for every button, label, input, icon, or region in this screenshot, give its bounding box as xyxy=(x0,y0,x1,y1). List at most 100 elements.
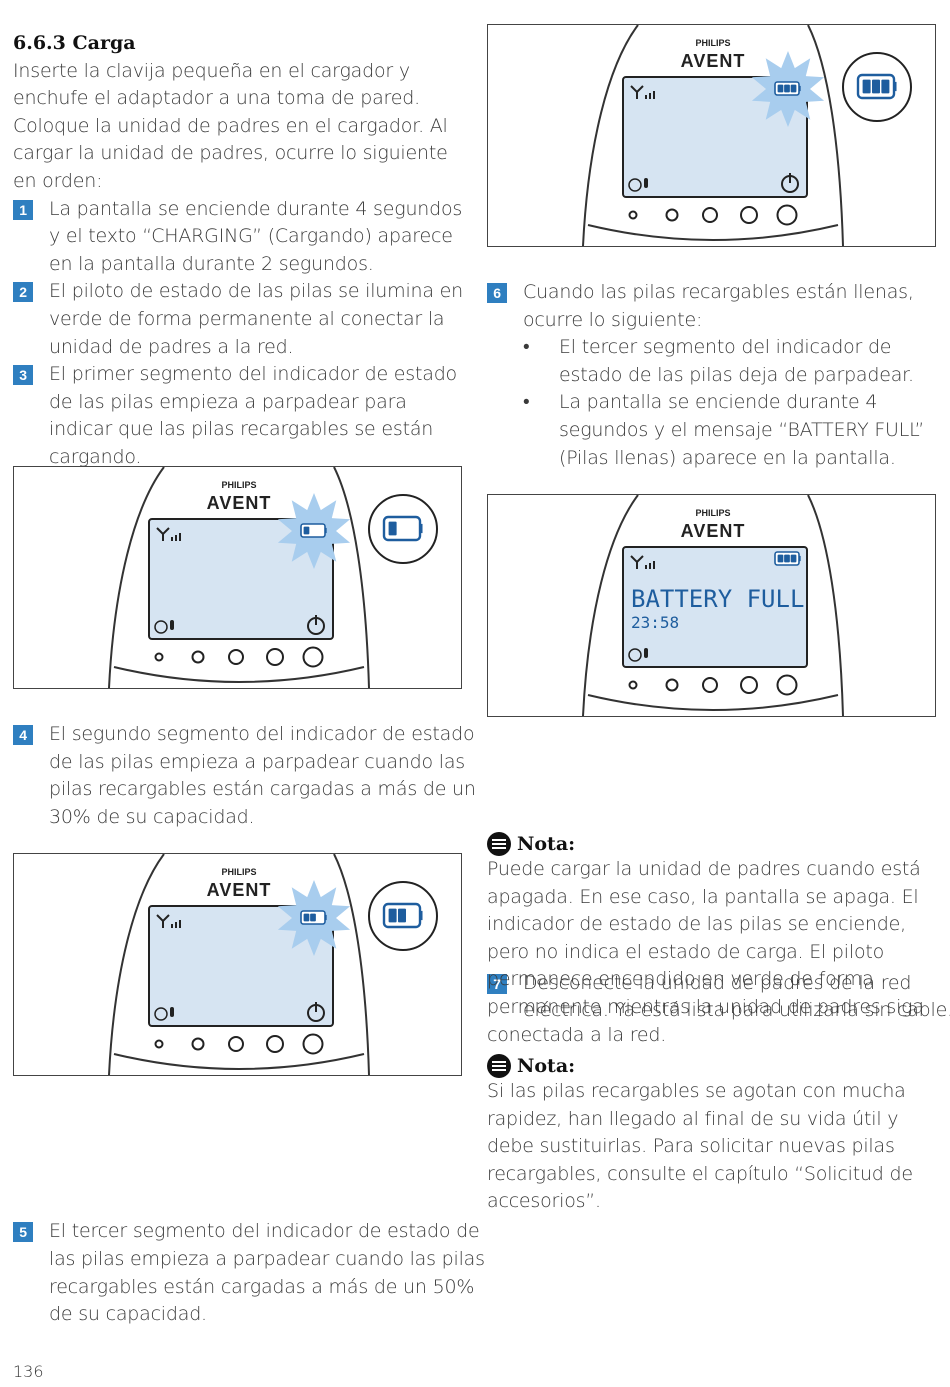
bullet-item: • La pantalla se enciende durante 4 segu… xyxy=(523,391,925,469)
callout-battery-icon xyxy=(856,73,897,100)
device-button xyxy=(776,204,798,226)
device-button xyxy=(665,208,679,222)
bullet-text: La pantalla se enciende durante 4 segund… xyxy=(559,391,925,469)
device-outline-left xyxy=(582,25,639,246)
power-icon xyxy=(781,173,799,193)
device-illustration: PHILIPS AVENT xyxy=(108,854,438,1075)
page-number: 136 xyxy=(13,1362,44,1381)
device-outline-left xyxy=(108,467,165,688)
step-number: 3 xyxy=(13,365,33,386)
left-column-text: 6.6.3 Carga Inserte la clavija pequeña e… xyxy=(13,30,463,472)
step-5: 5 El tercer segmento del indicador de es… xyxy=(13,1218,499,1328)
note-2: Nota: Si las pilas recargables se agotan… xyxy=(487,1054,937,1216)
device-base-curve xyxy=(587,694,839,711)
device-outline-right xyxy=(807,25,844,246)
step-number: 4 xyxy=(13,725,33,745)
device-base-curve xyxy=(587,224,839,241)
step-number: 6 xyxy=(487,283,507,303)
device-outline-left xyxy=(108,854,165,1075)
device-button xyxy=(302,646,324,668)
step-text: El segundo segmento del indicador de est… xyxy=(49,723,476,828)
note-title: Nota: xyxy=(517,833,576,855)
figure-charging-3-segments: PHILIPS AVENT xyxy=(487,24,936,247)
lcd-screen xyxy=(622,546,808,668)
brand-avent: AVENT xyxy=(207,880,272,900)
screen-battery-icon xyxy=(300,523,327,538)
step-3: 3 El primer segmento del indicador de es… xyxy=(13,361,463,471)
note-1: Nota: Puede cargar la unidad de padres c… xyxy=(487,832,937,1049)
intro-paragraph: Inserte la clavija pequeña en el cargado… xyxy=(13,59,448,192)
device-base-curve xyxy=(113,1053,365,1070)
brand-avent: AVENT xyxy=(681,521,746,541)
note-heading: Nota: xyxy=(487,832,937,856)
display-time: 23:58 xyxy=(631,613,679,632)
note-text: Puede cargar la unidad de padres cuando … xyxy=(487,858,924,1046)
step-text: El piloto de estado de las pilas se ilum… xyxy=(49,280,463,358)
step-1: 1 La pantalla se enciende durante 4 segu… xyxy=(13,196,463,279)
step-text: La pantalla se enciende durante 4 segund… xyxy=(49,197,463,275)
screen-battery-icon xyxy=(300,910,327,925)
callout-battery-icon xyxy=(382,902,423,929)
device-button xyxy=(740,206,758,224)
display-battery-full: BATTERY FULL xyxy=(631,585,804,613)
device-illustration: PHILIPS AVENT xyxy=(582,25,912,246)
device-button xyxy=(191,1037,205,1051)
bullet-item: • El tercer segmento del indicador de es… xyxy=(523,336,914,386)
power-icon xyxy=(307,615,325,635)
device-base-curve xyxy=(113,666,365,683)
device-button xyxy=(154,1039,164,1049)
lcd-screen xyxy=(622,76,808,198)
device-outline-right xyxy=(807,495,844,716)
face-mic-icon xyxy=(154,1007,174,1021)
brand-avent: AVENT xyxy=(681,51,746,71)
step-4: 4 El segundo segmento del indicador de e… xyxy=(13,721,499,831)
lcd-screen xyxy=(148,518,334,640)
screen-battery-icon xyxy=(774,81,801,96)
face-mic-icon xyxy=(628,648,648,662)
signal-icon xyxy=(630,555,655,569)
note-icon xyxy=(487,832,511,856)
brand-philips: PHILIPS xyxy=(695,38,730,48)
step-number: 5 xyxy=(13,1222,33,1243)
brand-philips: PHILIPS xyxy=(221,867,256,877)
lcd-screen xyxy=(148,905,334,1027)
device-button xyxy=(228,649,244,665)
step-2: 2 El piloto de estado de las pilas se il… xyxy=(13,278,463,361)
step-text: Desconecte la unidad de padres de la red… xyxy=(523,971,950,1022)
screen-battery-icon xyxy=(774,551,801,566)
device-button xyxy=(154,652,164,662)
bullet-text: El tercer segmento del indicador de esta… xyxy=(559,336,914,386)
device-button xyxy=(740,676,758,694)
device-button xyxy=(628,210,638,220)
device-outline-right xyxy=(333,467,370,688)
device-button xyxy=(702,677,718,693)
face-mic-icon xyxy=(154,620,174,634)
brand-philips: PHILIPS xyxy=(695,508,730,518)
step-text: El tercer segmento del indicador de esta… xyxy=(49,1220,485,1326)
device-button xyxy=(266,648,284,666)
step-number: 7 xyxy=(487,973,507,994)
note-text: Si las pilas recargables se agotan con m… xyxy=(487,1080,913,1213)
note-icon xyxy=(487,1054,511,1078)
step-text: El primer segmento del indicador de esta… xyxy=(49,363,457,468)
callout-battery-icon xyxy=(382,515,423,542)
device-button xyxy=(191,650,205,664)
step-number: 1 xyxy=(13,199,33,220)
device-button xyxy=(266,1035,284,1053)
device-button xyxy=(628,680,638,690)
note-title: Nota: xyxy=(517,1055,576,1077)
face-mic-icon xyxy=(628,178,648,192)
figure-charging-2-segments: PHILIPS AVENT xyxy=(13,853,462,1076)
section-title: 6.6.3 Carga xyxy=(13,32,136,54)
step-7: 7 Desconecte la unidad de padres de la r… xyxy=(487,970,950,1025)
device-button xyxy=(228,1036,244,1052)
step-6: 6 Cuando las pilas recargables están lle… xyxy=(487,279,937,472)
signal-icon xyxy=(156,527,181,541)
brand-avent: AVENT xyxy=(207,493,272,513)
device-outline-right xyxy=(333,854,370,1075)
device-button xyxy=(665,678,679,692)
